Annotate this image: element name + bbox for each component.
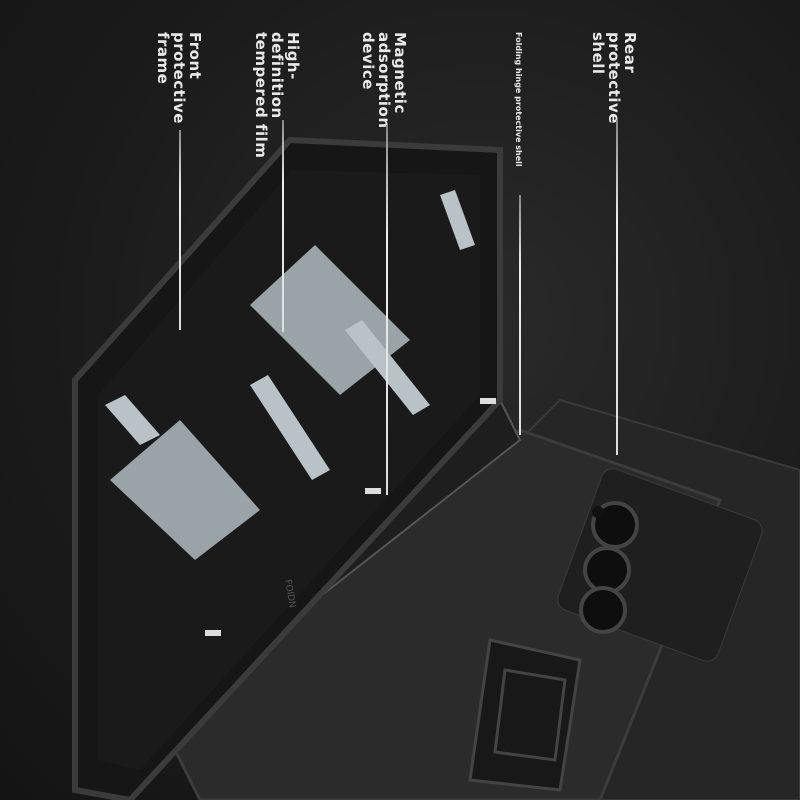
callout-line xyxy=(519,195,521,435)
callout-rear-protective-shell: Rear protective shell xyxy=(589,32,639,124)
tempered-film-piece xyxy=(110,420,260,560)
callout-magnetic-adsorption: Magnetic adsorption device xyxy=(359,32,409,129)
magnet xyxy=(365,488,381,494)
magnet-strip xyxy=(105,395,160,445)
callout-folding-hinge: Folding hinge protective shell xyxy=(514,32,523,167)
magnet xyxy=(205,630,221,636)
callout-line xyxy=(386,125,388,495)
magnet-strip xyxy=(250,375,330,480)
callout-tempered-film: High- definition tempered film xyxy=(252,32,302,159)
callout-line xyxy=(616,120,618,455)
kickstand xyxy=(468,638,582,792)
callout-line xyxy=(179,130,181,330)
magnet xyxy=(480,398,496,404)
flash xyxy=(592,506,604,518)
callout-line xyxy=(282,120,284,332)
camera-lens xyxy=(583,546,631,594)
camera-lens xyxy=(579,586,627,634)
case-print: FOIDN xyxy=(282,579,297,609)
magnet-strip xyxy=(440,190,475,250)
callout-front-protective-frame: Front protective frame xyxy=(154,32,204,124)
camera-lens xyxy=(591,501,639,549)
